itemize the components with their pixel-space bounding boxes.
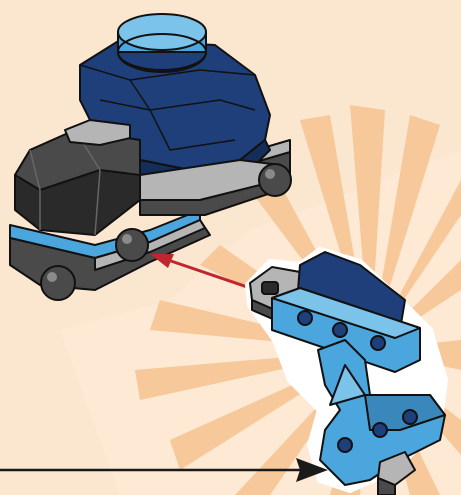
round-tile xyxy=(118,14,206,72)
front-cockpit xyxy=(15,120,140,235)
ball-joint-side xyxy=(116,229,148,261)
ball-joint-front xyxy=(41,266,75,300)
ball-joint-rear xyxy=(259,164,291,196)
